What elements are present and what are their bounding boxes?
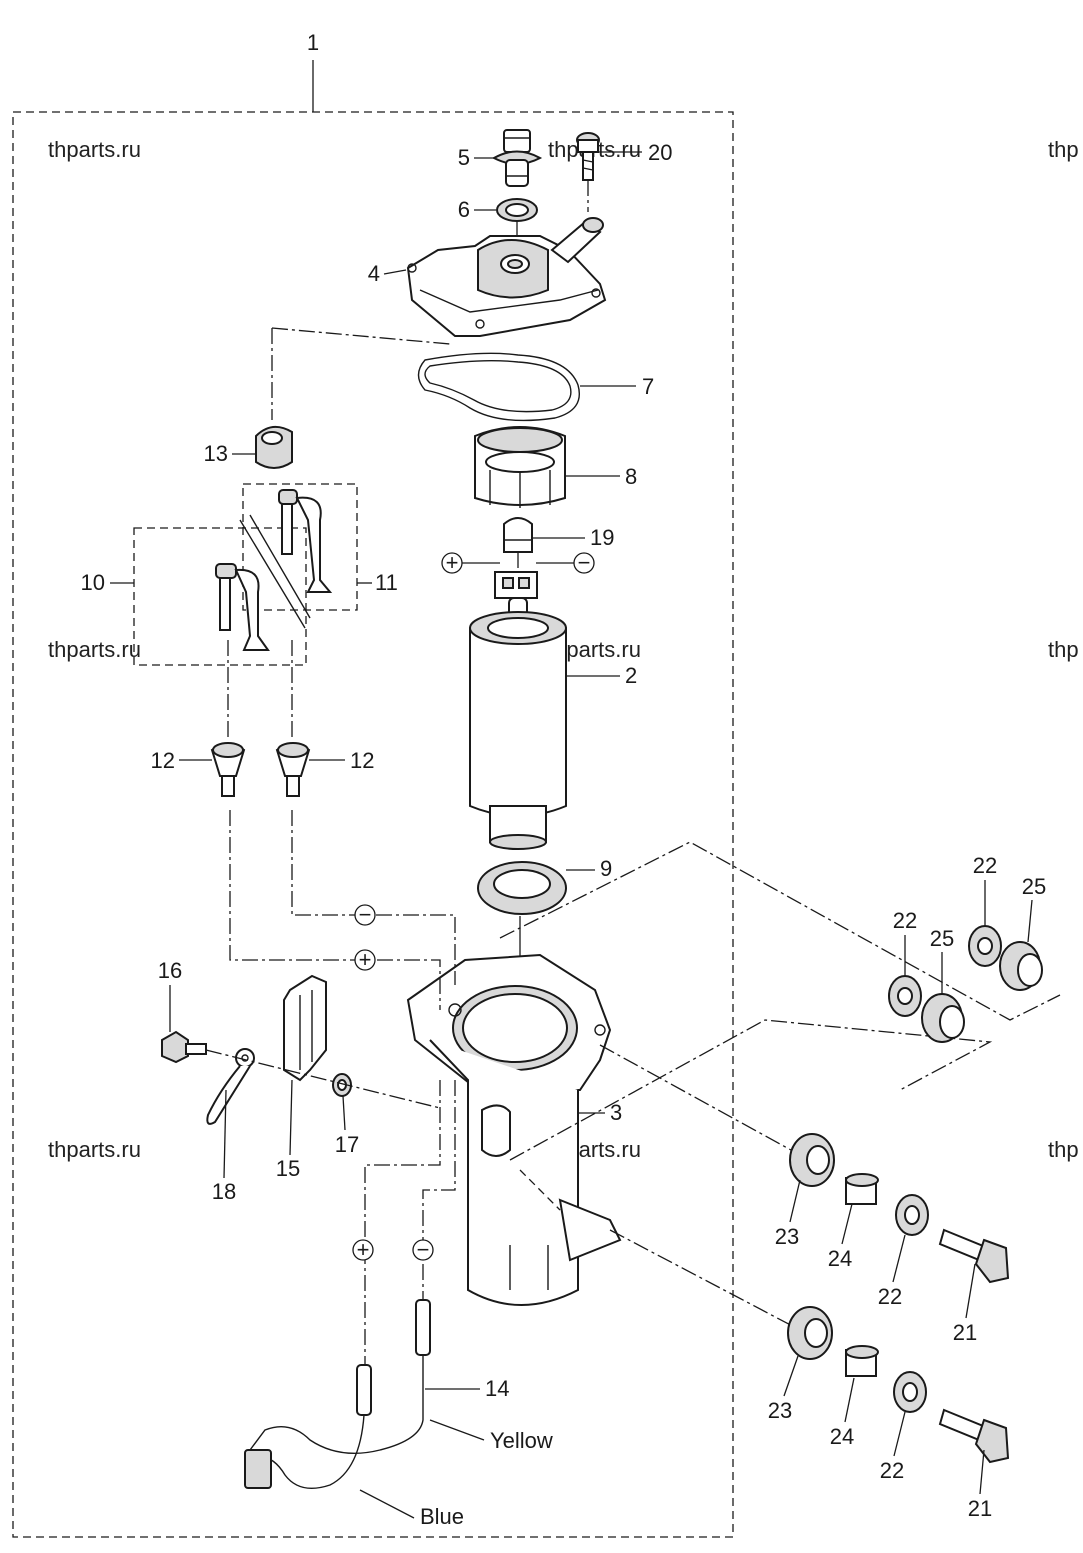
part-14-harness: [244, 1299, 431, 1489]
callout-2: 2: [625, 663, 637, 688]
callout-11: 11: [375, 570, 398, 595]
svg-text:+: +: [446, 550, 459, 575]
svg-text:+: +: [357, 1237, 370, 1262]
part-19-filter: [503, 517, 533, 553]
callout-22: 22: [973, 853, 997, 878]
part-3-housing: [406, 953, 622, 1306]
wire-label-yellow: Yellow: [490, 1428, 553, 1453]
part-5-fitting: [491, 129, 543, 187]
callout-19: 19: [590, 525, 614, 550]
part-12-plug: [275, 742, 311, 797]
callout-5: 5: [458, 145, 470, 170]
assembly-boundary: [12, 111, 734, 1538]
svg-text:−: −: [417, 1237, 430, 1262]
part-8-nut: [474, 426, 566, 508]
part-6-seal: [496, 198, 538, 222]
callout-15: 15: [276, 1156, 300, 1181]
watermark: thp: [1048, 137, 1079, 162]
part-2-pump: [469, 571, 567, 850]
part-4-cover: [406, 217, 607, 337]
part-12-plug: [210, 742, 246, 797]
part-15-holder: [283, 974, 327, 1082]
callout-24: 24: [828, 1246, 852, 1271]
kit-11-boundary: [242, 483, 358, 611]
callout-23: 23: [775, 1224, 799, 1249]
callout-14: 14: [485, 1376, 509, 1401]
part-25-grommet: [921, 993, 965, 1043]
callout-18: 18: [212, 1179, 236, 1204]
kit-10-boundary: [133, 527, 307, 666]
callout-22: 22: [880, 1458, 904, 1483]
part-11-terminal: [278, 489, 333, 593]
part-24-sleeve: [845, 1173, 879, 1205]
callout-10: 10: [81, 570, 105, 595]
callout-1: 1: [307, 30, 319, 55]
callout-22: 22: [893, 908, 917, 933]
polarity-minus-symbol: −: [412, 1237, 434, 1262]
callout-8: 8: [625, 464, 637, 489]
watermark: thparts.ru: [48, 137, 141, 162]
part-23-collar: [787, 1306, 833, 1360]
part-22-washer: [893, 1371, 927, 1413]
wire-label-blue: Blue: [420, 1504, 464, 1529]
polarity-plus-symbol: +: [354, 947, 376, 972]
polarity-minus-symbol: −: [573, 550, 595, 575]
callout-25: 25: [930, 926, 954, 951]
callout-13: 13: [204, 441, 228, 466]
part-13-clamp: [255, 425, 293, 469]
polarity-plus-symbol: +: [441, 550, 463, 575]
part-25-grommet: [999, 941, 1043, 991]
part-21-bolt: [938, 1408, 1010, 1464]
callout-23: 23: [768, 1398, 792, 1423]
part-22-washer: [895, 1194, 929, 1236]
part-22-washer: [968, 925, 1002, 967]
part-7-gasket: [417, 352, 580, 422]
callout-7: 7: [642, 374, 654, 399]
callout-12: 12: [350, 748, 374, 773]
polarity-plus-symbol: +: [352, 1237, 374, 1262]
callout-9: 9: [600, 856, 612, 881]
callout-20: 20: [648, 140, 672, 165]
part-16-bolt: [161, 1030, 207, 1064]
part-23-collar: [789, 1133, 835, 1187]
svg-text:−: −: [359, 902, 372, 927]
polarity-minus-symbol: −: [354, 902, 376, 927]
callout-12: 12: [151, 748, 175, 773]
callout-3: 3: [610, 1100, 622, 1125]
part-10-terminal: [215, 563, 270, 651]
part-21-bolt: [938, 1228, 1010, 1284]
callout-21: 21: [968, 1496, 992, 1521]
callout-21: 21: [953, 1320, 977, 1345]
watermark: thp: [1048, 1137, 1079, 1162]
svg-text:+: +: [359, 947, 372, 972]
watermark: thp: [1048, 637, 1079, 662]
callout-16: 16: [158, 958, 182, 983]
svg-text:−: −: [578, 550, 591, 575]
watermark: thparts.ru: [48, 637, 141, 662]
callout-24: 24: [830, 1424, 854, 1449]
part-20-screw: [576, 132, 600, 181]
callout-6: 6: [458, 197, 470, 222]
part-9-seal: [477, 861, 567, 915]
watermark: thparts.ru: [48, 1137, 141, 1162]
callout-17: 17: [335, 1132, 359, 1157]
part-24-sleeve: [845, 1345, 879, 1377]
callout-22: 22: [878, 1284, 902, 1309]
part-22-washer: [888, 975, 922, 1017]
callout-25: 25: [1022, 874, 1046, 899]
callout-4: 4: [368, 261, 380, 286]
